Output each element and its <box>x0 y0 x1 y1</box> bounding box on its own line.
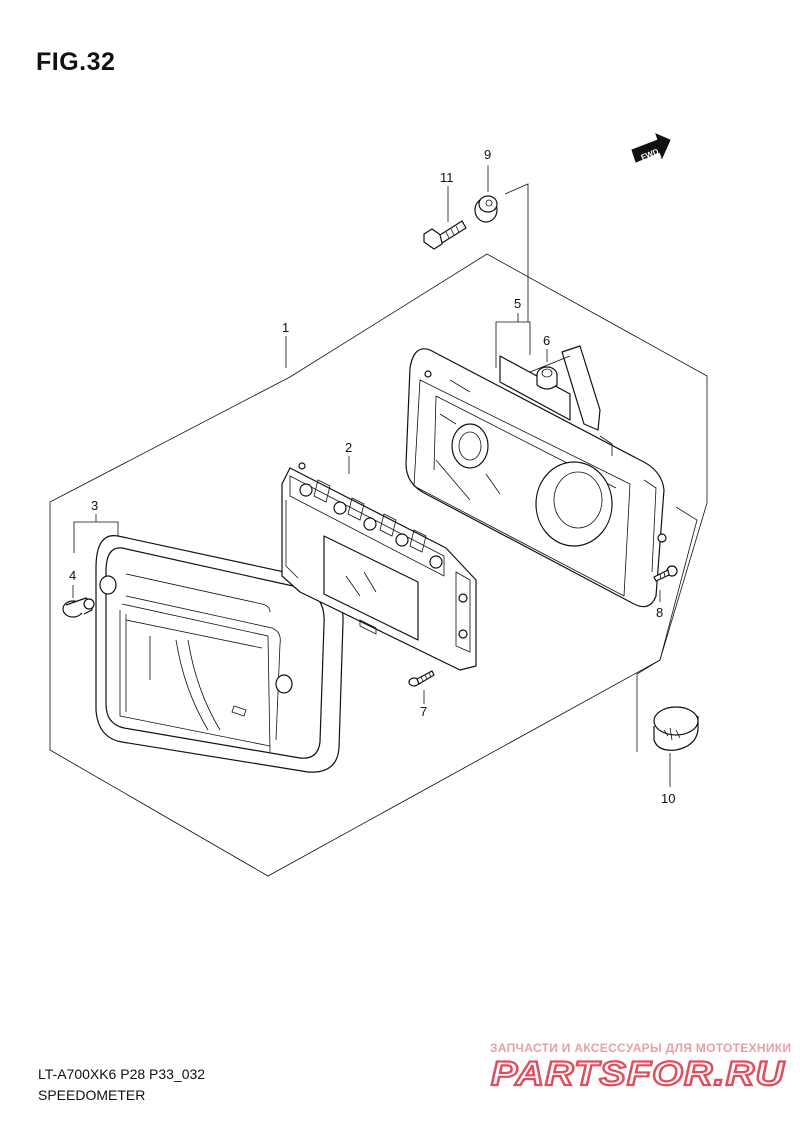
bolt-part-11 <box>423 220 467 250</box>
grommet-part-4 <box>62 597 95 618</box>
callout-1: 1 <box>282 320 289 335</box>
callout-11: 11 <box>440 170 454 185</box>
bulb-socket-part-6 <box>536 366 558 390</box>
cushion-part-10 <box>653 706 699 751</box>
callout-9: 9 <box>484 147 491 162</box>
leader-lines <box>72 165 698 787</box>
callout-4: 4 <box>69 568 76 583</box>
callout-5: 5 <box>514 296 521 311</box>
figure-title: FIG.32 <box>36 48 116 76</box>
meter-case-part-5 <box>405 345 667 608</box>
callout-3: 3 <box>91 498 98 513</box>
watermark-logo-text: PARTSFOR.RU <box>491 1055 786 1090</box>
callout-7: 7 <box>420 704 427 719</box>
callout-2: 2 <box>345 440 352 455</box>
callout-numbers: 1 2 3 4 5 6 7 8 9 10 11 <box>69 147 675 806</box>
fwd-direction-icon: FWD <box>631 133 671 163</box>
callout-10: 10 <box>661 791 675 806</box>
callout-6: 6 <box>543 333 550 348</box>
model-code: LT-A700XK6 P28 P33_032 <box>38 1066 206 1082</box>
washer-part-9 <box>474 195 498 223</box>
screw-part-7 <box>408 670 435 687</box>
watermark-tagline: ЗАПЧАСТИ И АКСЕССУАРЫ ДЛЯ МОТОТЕХНИКИ <box>490 1041 792 1055</box>
front-cover-part-3 <box>95 535 344 773</box>
section-name: SPEEDOMETER <box>38 1087 146 1103</box>
meter-unit-part-2 <box>281 462 477 671</box>
callout-8: 8 <box>656 605 663 620</box>
assembly-outline <box>49 253 708 877</box>
screw-part-8 <box>653 565 678 582</box>
watermark-logo: PARTSFOR.RU <box>490 1054 786 1090</box>
